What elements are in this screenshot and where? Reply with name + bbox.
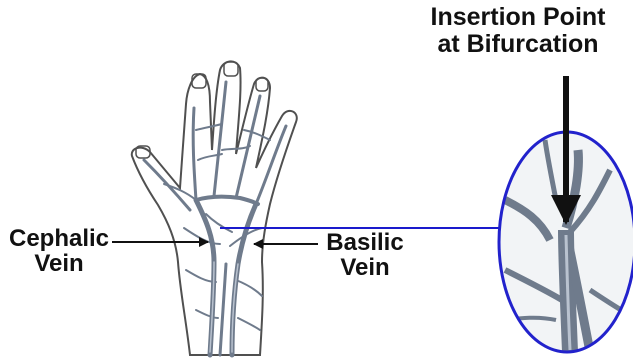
insertion-label-line2: at Bifurcation bbox=[404, 31, 632, 58]
basilic-label-line2: Vein bbox=[322, 255, 408, 280]
cephalic-vein-label: Cephalic Vein bbox=[6, 226, 112, 277]
basilic-label-line1: Basilic bbox=[322, 230, 408, 255]
insertion-point-label: Insertion Point at Bifurcation bbox=[404, 4, 632, 57]
basilic-vein-label: Basilic Vein bbox=[322, 230, 408, 281]
cephalic-label-line2: Vein bbox=[6, 251, 112, 276]
hand-illustration bbox=[132, 61, 297, 355]
insertion-label-line1: Insertion Point bbox=[404, 4, 632, 31]
cephalic-label-line1: Cephalic bbox=[6, 226, 112, 251]
